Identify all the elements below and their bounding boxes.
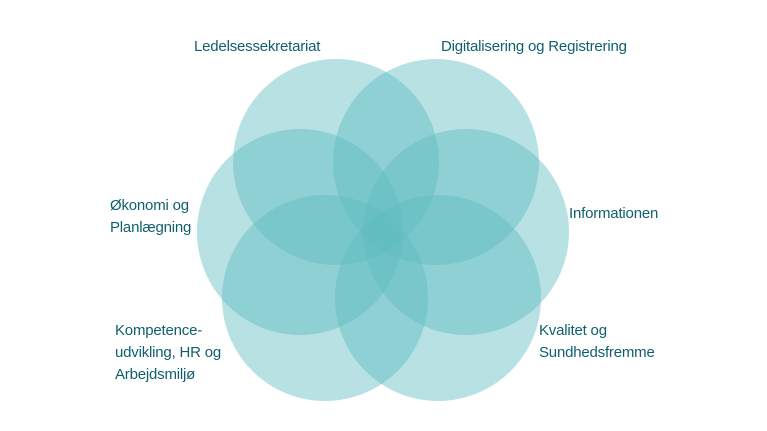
label-line: Digitalisering og Registrering [441, 38, 627, 55]
label-line: udvikling, HR og [115, 344, 222, 361]
label-kompetence: Kompetence- udvikling, HR og Arbejdsmilj… [115, 320, 221, 386]
label-informationen: Informationen [569, 203, 658, 225]
circle-kompetence [222, 195, 428, 401]
label-line: Økonomi og [110, 197, 189, 214]
circle-digitalisering [333, 59, 539, 265]
label-line: Sundhedsfremme [539, 344, 655, 361]
label-okonomi: Økonomi og Planlægning [110, 195, 191, 239]
circle-okonomi [197, 129, 403, 335]
label-kvalitet: Kvalitet og Sundhedsfremme [539, 320, 655, 364]
label-digitalisering: Digitalisering og Registrering [441, 36, 627, 58]
label-ledelsessekretariat: Ledelsessekretariat [194, 36, 320, 58]
label-line: Ledelsessekretariat [194, 38, 321, 55]
label-line: Kvalitet og [539, 322, 607, 339]
circle-ledelsessekretariat [233, 59, 439, 265]
label-line: Arbejdsmiljø [115, 366, 196, 383]
label-line: Kompetence- [115, 322, 203, 339]
label-line: Planlægning [110, 219, 192, 236]
label-line: Informationen [569, 205, 659, 222]
circle-informationen [363, 129, 569, 335]
circle-kvalitet [335, 195, 541, 401]
